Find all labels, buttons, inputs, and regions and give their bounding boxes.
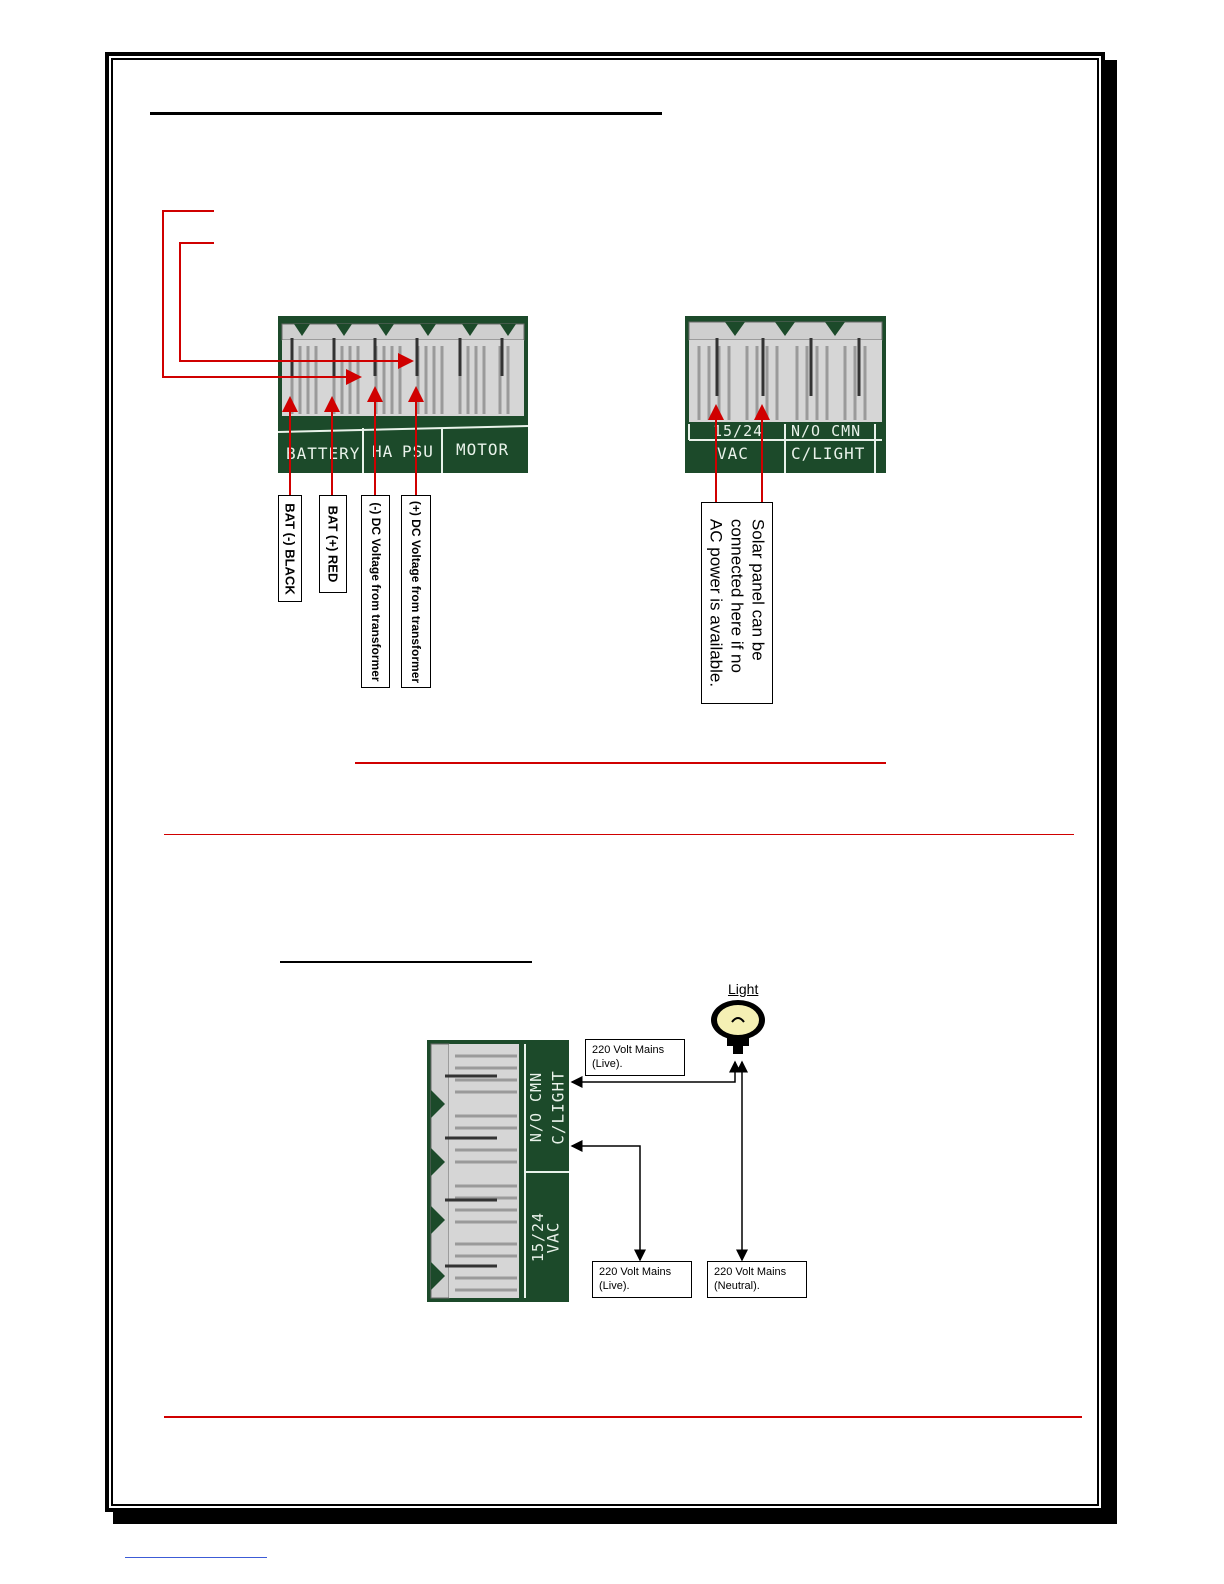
callout-dc-negative: (-) DC Voltage from transformer xyxy=(361,495,390,688)
terminal-label-motor: MOTOR xyxy=(456,440,510,459)
terminal-label-vac: VAC xyxy=(717,444,749,463)
callout-bat-negative: BAT (-) BLACK xyxy=(278,495,302,602)
terminal-block-vac-light: 15/24 N/O CMN VAC C/LIGHT xyxy=(685,316,886,473)
red-rule-caption xyxy=(355,762,886,764)
footer-link-underline[interactable] xyxy=(125,1557,267,1558)
label-220v-neutral: 220 Volt Mains (Neutral). xyxy=(707,1261,807,1298)
light-bulb-icon xyxy=(711,1000,765,1054)
terminal-block-battery-psu-motor: BATTERY HA PSU MOTOR xyxy=(278,316,528,473)
terminal-block-light-wiring: N/O CMN C/LIGHT 15/24 VAC xyxy=(427,1040,569,1302)
callout-dc-negative-text: (-) DC Voltage from transformer xyxy=(368,501,383,682)
section-heading-underline xyxy=(150,112,662,115)
red-rule-bottom xyxy=(164,1416,1082,1418)
page-frame-inner xyxy=(111,58,1099,1506)
terminal-label-ha: HA xyxy=(372,442,394,461)
terminal-label-c-light: C/LIGHT xyxy=(548,1070,568,1145)
callout-solar-panel-text: Solar panel can be connected here if no … xyxy=(706,518,768,688)
callout-bat-positive-text: BAT (+) RED xyxy=(325,505,341,583)
terminal-label-battery: BATTERY xyxy=(286,444,361,463)
red-rule-section-divider xyxy=(164,834,1074,835)
label-220v-live-bottom: 220 Volt Mains (Live). xyxy=(592,1261,692,1298)
terminal-label-vac: VAC xyxy=(543,1221,563,1254)
terminal-label-c-light: C/LIGHT xyxy=(791,444,866,463)
terminal-label-no-cmn: N/O CMN xyxy=(791,422,862,440)
subsection-heading-underline xyxy=(280,961,532,963)
terminal-label-psu: PSU xyxy=(402,442,434,461)
terminal-block-graphic xyxy=(685,316,886,473)
label-220v-live-top: 220 Volt Mains (Live). xyxy=(585,1039,685,1076)
terminal-label-15-24: 15/24 xyxy=(713,422,764,440)
callout-solar-panel: Solar panel can be connected here if no … xyxy=(701,502,773,704)
terminal-label-no-cmn: N/O CMN xyxy=(527,1071,546,1143)
callout-dc-positive-text: (+) DC Voltage from transformer xyxy=(409,500,423,683)
callout-dc-positive: (+) DC Voltage from transformer xyxy=(401,495,431,688)
callout-bat-negative-text: BAT (-) BLACK xyxy=(282,502,298,595)
light-label: Light xyxy=(728,981,759,997)
terminal-block-graphic xyxy=(427,1040,569,1302)
callout-bat-positive: BAT (+) RED xyxy=(319,495,347,593)
